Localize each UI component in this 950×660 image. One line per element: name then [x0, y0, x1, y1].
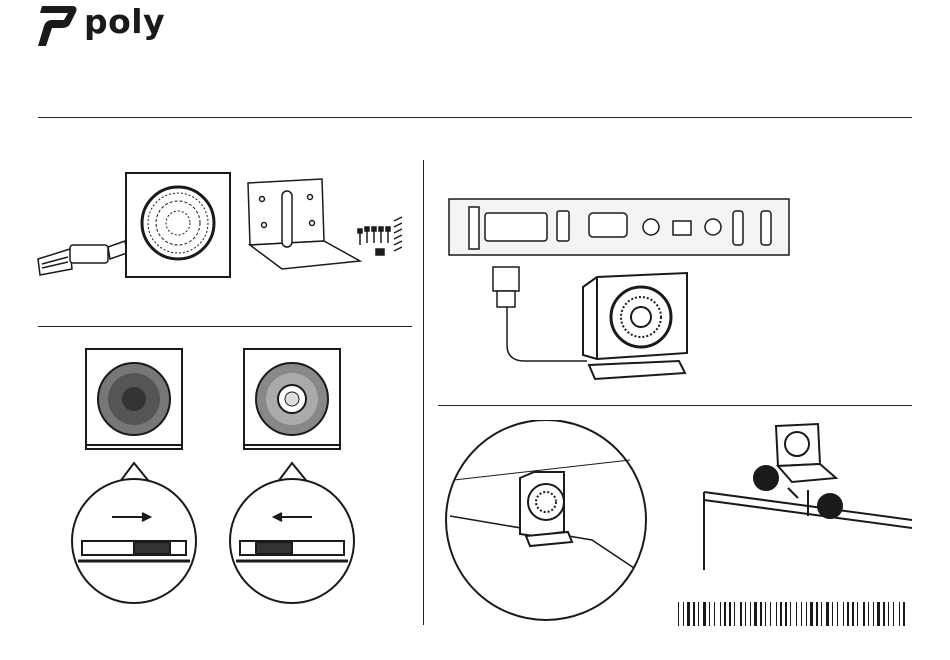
brand-name: poly [84, 2, 165, 41]
barcode-bar [740, 602, 742, 626]
barcode-bar [873, 602, 874, 626]
poly-propeller-icon [34, 0, 82, 50]
barcode-bar [810, 602, 813, 626]
barcode-bar [796, 602, 797, 626]
barcode-bar [857, 602, 858, 626]
barcode-bar [790, 602, 791, 626]
cable-icon [493, 267, 587, 361]
barcode-bar [837, 602, 838, 626]
privacy-on-icon [86, 349, 182, 449]
screws-icon [358, 217, 402, 255]
barcode-bar [714, 602, 715, 626]
barcode-bar [729, 602, 731, 626]
barcode-bar [770, 602, 771, 626]
barcode-bar [687, 602, 690, 626]
barcode-bar [868, 602, 869, 626]
barcode-bar [693, 602, 695, 626]
barcode-bar [765, 602, 766, 626]
barcode-bar [883, 602, 885, 626]
cable-icon [38, 227, 130, 275]
camera-icon [583, 273, 687, 379]
barcode-bar [780, 602, 782, 626]
left-divider [38, 326, 412, 327]
barcode-bar [899, 602, 900, 626]
barcode-bar [863, 602, 865, 626]
barcode-bar [847, 602, 849, 626]
barcode-bar [832, 602, 833, 626]
right-divider [438, 405, 912, 406]
vertical-divider [423, 160, 424, 625]
camera-front-icon [126, 173, 230, 277]
barcode-bar [683, 602, 684, 626]
barcode-bar [843, 602, 844, 626]
barcode-bar [698, 602, 699, 626]
rear-ports-icon [449, 199, 789, 255]
privacy-switch-left-zoom [72, 463, 196, 603]
barcode-bar [852, 602, 854, 626]
privacy-off-icon [244, 349, 340, 449]
monitor-mount-icon [704, 424, 912, 570]
callout-1 [754, 466, 778, 490]
barcode-bar [888, 602, 889, 626]
barcode-bar [877, 602, 880, 626]
barcode-bar [720, 602, 721, 626]
barcode-bar [760, 602, 762, 626]
barcode-bar [806, 602, 807, 626]
barcode-bar [678, 602, 679, 626]
barcode-bar [734, 602, 735, 626]
privacy-panel [70, 345, 370, 605]
privacy-switch-right-zoom [230, 463, 354, 603]
callout-2 [818, 494, 842, 518]
top-divider [38, 117, 912, 118]
barcode-bar [826, 602, 829, 626]
barcode-bar [750, 602, 751, 626]
barcode-bar [703, 602, 706, 626]
table-placement-icon [446, 420, 646, 620]
connection-panel [445, 195, 790, 395]
barcode-bar [893, 602, 894, 626]
barcode-bar [816, 602, 818, 626]
barcode-bar [754, 602, 757, 626]
barcode-bar [724, 602, 726, 626]
contents-panel [30, 165, 415, 285]
barcode-bar [821, 602, 822, 626]
barcode-icon [678, 600, 910, 626]
barcode-bar [709, 602, 710, 626]
placement-panel [442, 420, 912, 630]
barcode-bar [745, 602, 746, 626]
mounting-bracket-icon [248, 179, 360, 269]
barcode-bar [801, 602, 802, 626]
barcode-bar [903, 602, 905, 626]
barcode-bar [776, 602, 777, 626]
barcode-bar [785, 602, 787, 626]
